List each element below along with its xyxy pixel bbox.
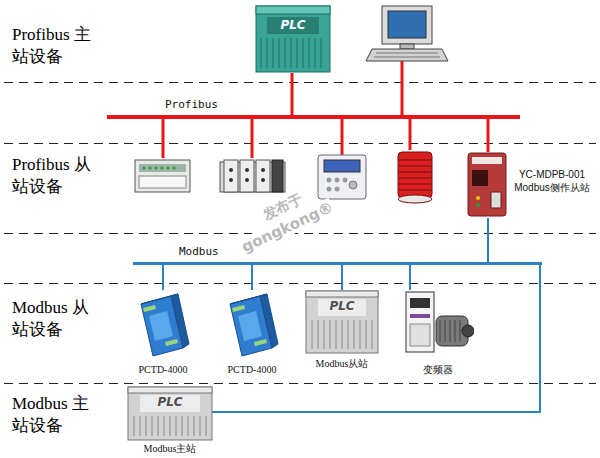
inverter-motor — [402, 290, 474, 356]
master-plc: PLC — [255, 5, 331, 73]
profibus-bus: Profibus — [107, 115, 520, 119]
modbus-master-plc: PLC Modbus主站 — [126, 386, 214, 456]
operator-panel — [318, 155, 366, 199]
node-text: Modbus — [179, 245, 239, 258]
bus-link — [251, 265, 253, 290]
bus-link — [487, 218, 489, 262]
node-text: Modbus主站 — [126, 443, 214, 455]
node-text: PLC — [318, 299, 366, 313]
gateway-device — [464, 152, 510, 218]
node-text: YC-MDPB-001 Modbus侧作从站 — [508, 168, 596, 194]
computer-icon — [366, 6, 448, 61]
converter-node: PCTD-4000 — [220, 290, 284, 376]
node-text: 变频器 — [402, 364, 474, 376]
converter-module — [131, 290, 191, 360]
encoder-cylinder — [398, 152, 432, 203]
io-module — [135, 160, 190, 192]
bus-link — [341, 265, 343, 290]
bus-link — [487, 119, 490, 152]
converter-module — [220, 290, 280, 360]
node-text: Modbus从站 — [304, 358, 380, 370]
bus-link — [291, 73, 294, 115]
band-label: Profibus 主站设备 — [12, 24, 104, 68]
band-label: Modbus 从站设备 — [12, 297, 104, 341]
converter-node: PCTD-4000 — [131, 290, 195, 376]
modbus-bus: Modbus — [133, 262, 542, 265]
node-text: PLC — [267, 18, 319, 32]
plc-rack — [255, 5, 331, 73]
node-text: PCTD-4000 — [220, 364, 284, 376]
node-text: PLC — [146, 395, 194, 409]
bus-link — [212, 265, 540, 412]
gateway-node: YC-MDPB-001 Modbus侧作从站 — [464, 152, 596, 218]
bus-link — [409, 265, 411, 290]
node-text: Profibus — [165, 98, 235, 111]
band-label: Modbus 主站设备 — [12, 393, 104, 437]
bus-link — [162, 265, 164, 290]
plc-rack — [126, 386, 214, 441]
node-text: PCTD-4000 — [131, 364, 195, 376]
slave-plc: PLC Modbus从站 — [304, 290, 380, 370]
band-label: Profibus 从站设备 — [12, 154, 104, 198]
inverter-node: 变频器 — [402, 290, 474, 376]
profibus-drop — [163, 61, 410, 158]
modular-io — [220, 160, 285, 192]
band-divider — [4, 83, 596, 384]
